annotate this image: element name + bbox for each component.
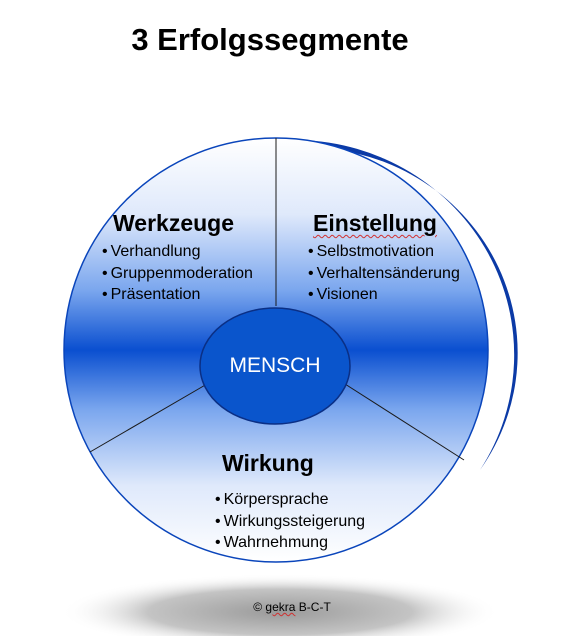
floor-shadow (60, 574, 500, 636)
copyright-symbol: © (253, 600, 263, 614)
list-item: Verhandlung (102, 241, 253, 263)
divider-right (344, 383, 465, 461)
segment-list: Körpersprache Wirkungssteigerung Wahrneh… (215, 489, 365, 554)
segment-wirkung: Wirkung Körpersprache Wirkungssteigerung… (215, 452, 365, 554)
center-label: MENSCH (229, 354, 321, 377)
list-item: Verhaltensänderung (308, 263, 460, 285)
list-item: Visionen (308, 284, 460, 306)
segment-einstellung: Einstellung Selbstmotivation Verhaltensä… (308, 212, 460, 306)
segment-heading: Einstellung (313, 210, 437, 236)
divider-left (89, 383, 208, 453)
list-item: Wahrnehmung (215, 532, 365, 554)
segment-list: Selbstmotivation Verhaltensänderung Visi… (308, 241, 460, 306)
list-item: Gruppenmoderation (102, 263, 253, 285)
segment-heading: Werkzeuge (113, 210, 235, 236)
copyright-suffix: B-C-T (298, 600, 331, 614)
list-item: Wirkungssteigerung (215, 511, 365, 533)
segment-werkzeuge: Werkzeuge Verhandlung Gruppenmoderation … (102, 212, 253, 306)
list-item: Selbstmotivation (308, 241, 460, 263)
list-item: Körpersprache (215, 489, 365, 511)
center-circle (199, 307, 351, 425)
diagram-title: 3 Erfolgssegmente (131, 22, 409, 57)
copyright-footer: © gekra B-C-T (0, 600, 584, 614)
segment-heading: Wirkung (222, 450, 314, 476)
list-item: Präsentation (102, 284, 253, 306)
segment-list: Verhandlung Gruppenmoderation Präsentati… (102, 241, 253, 306)
copyright-brand: gekra (265, 600, 296, 614)
